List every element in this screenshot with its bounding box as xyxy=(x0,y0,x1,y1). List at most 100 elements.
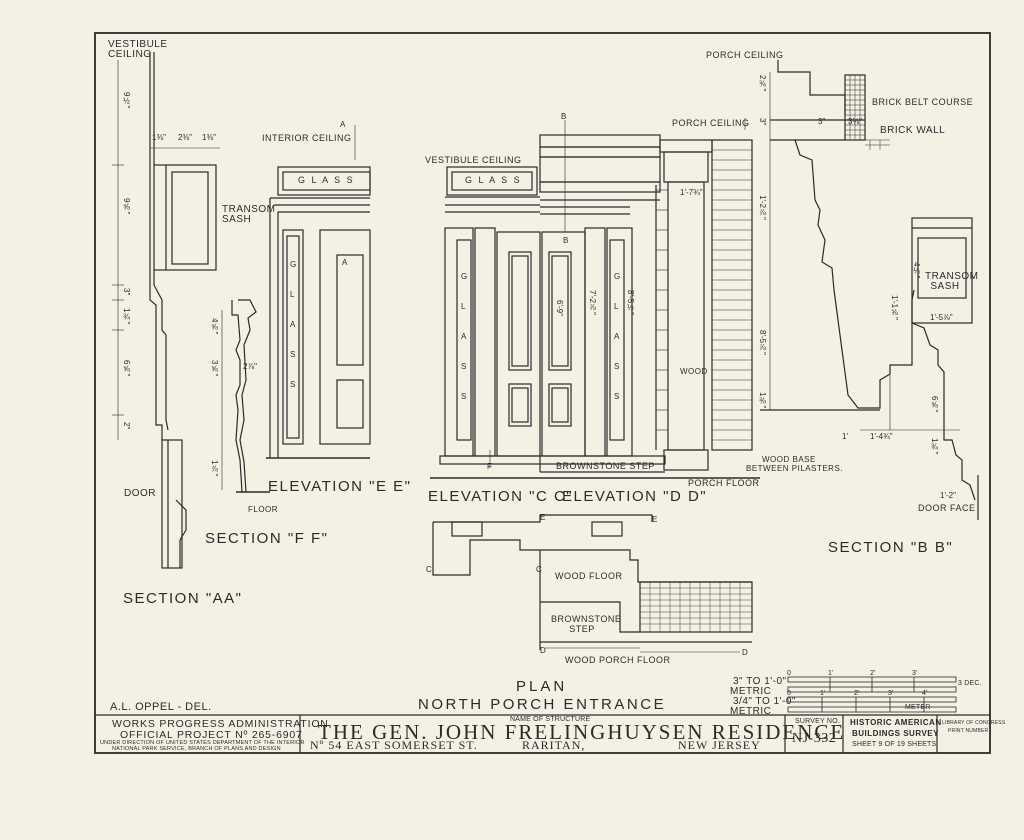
label-wood-base: WOOD BASE xyxy=(762,455,816,464)
titleblock-loc-1: LIBRARY OF CONGRESS xyxy=(942,720,1006,726)
scale-tick: 0 xyxy=(787,670,792,677)
dim-label: 1'-7¾" xyxy=(680,188,703,197)
label-vestibule-ceiling-cc: VESTIBULE CEILING xyxy=(425,155,522,165)
dim-label: 9⅝" xyxy=(122,198,131,215)
glass-letter: G xyxy=(290,260,297,269)
marker-b-top: B xyxy=(561,112,567,121)
dim-label: 1⅜" xyxy=(152,133,166,142)
dim-label: 9½" xyxy=(122,92,131,109)
scale-tick: 2' xyxy=(854,690,860,697)
glass-letter: G xyxy=(614,272,621,281)
scale-tick: 3' xyxy=(912,670,918,677)
label-porch-ceiling-right: PORCH CEILING xyxy=(706,50,784,60)
titleblock-wpa-1: WORKS PROGRESS ADMINISTRATION xyxy=(112,718,329,730)
dim-label: 3" xyxy=(122,288,131,296)
title-elevation-dd: ELEVATION "D D" xyxy=(562,488,708,505)
dim-label: 2" xyxy=(122,422,131,430)
label-glass-ee: G L A S S xyxy=(298,175,355,185)
scale-tick: 0 xyxy=(787,690,792,697)
glass-letter: L xyxy=(461,302,466,311)
scale-tick: 4' xyxy=(922,690,928,697)
dim-label: 4⅝" xyxy=(210,318,219,335)
title-section-aa: SECTION "AA" xyxy=(123,590,243,607)
section-bb-drawing xyxy=(760,60,979,520)
dim-label: 1¾" xyxy=(930,438,939,455)
dim-label: 8'-5½" xyxy=(626,290,635,315)
titleblock-wpa-3: UNDER DIRECTION OF UNITED STATES DEPARTM… xyxy=(100,740,305,746)
glass-letter: A xyxy=(461,332,467,341)
sheet-border xyxy=(94,32,991,754)
dim-label: 2⅞" xyxy=(243,362,257,371)
label-brick-wall: BRICK WALL xyxy=(880,125,946,136)
scale-label-1b: METRIC xyxy=(730,686,772,697)
label-vestibule-ceiling-left: VESTIBULE CEILING xyxy=(108,39,168,60)
label-glass-cc: G L A S S xyxy=(465,175,522,185)
marker-b-mid: B xyxy=(563,236,569,245)
label-brick-belt-course: BRICK BELT COURSE xyxy=(872,97,974,107)
marker-a-mid: A xyxy=(342,258,348,267)
titleblock-survey-caption: SURVEY NO. xyxy=(795,718,840,725)
title-section-bb: SECTION "B B" xyxy=(828,539,954,556)
marker-e-right: E xyxy=(652,515,658,524)
dim-label: 6⅝" xyxy=(122,360,131,377)
dim-label: 1' xyxy=(842,432,848,441)
marker-d-left: D xyxy=(540,646,547,655)
glass-letter: S xyxy=(614,392,620,401)
dim-label: 3⅝" xyxy=(210,360,219,377)
titleblock-state: NEW JERSEY xyxy=(678,738,761,752)
titleblock-name-caption: NAME OF STRUCTURE xyxy=(510,716,591,723)
dim-label: 1'-2" xyxy=(940,491,956,500)
dim-label: 1⅜" xyxy=(202,133,216,142)
marker-c-left: C xyxy=(426,565,433,574)
dim-label: 3⅛" xyxy=(848,117,862,126)
dim-label: 8'-5⅞" xyxy=(758,330,767,355)
scale-tick: 1' xyxy=(828,670,834,677)
dim-label: 1'-5⅞" xyxy=(930,313,953,322)
elevation-ee-drawing xyxy=(266,125,371,459)
label-wood: WOOD xyxy=(680,367,708,376)
scale-tick: 1' xyxy=(820,690,826,697)
title-section-ff: SECTION "F F" xyxy=(205,530,329,547)
marker-e-left: E xyxy=(540,513,546,522)
titleblock-habs-1: HISTORIC AMERICAN xyxy=(850,718,942,727)
titleblock-city: RARITAN, xyxy=(522,738,586,752)
dim-label: 4⅛" xyxy=(912,262,921,279)
scale-bars xyxy=(787,676,957,713)
label-transom-sash-left: TRANSOM SASH xyxy=(222,204,276,225)
glass-panel-cc-right: G L A S S xyxy=(614,262,622,412)
dim-label: 1'-1⅝" xyxy=(890,295,899,320)
dim-label: 1⅞" xyxy=(210,460,219,477)
label-brownstone-step-plan: BROWNSTONE STEP xyxy=(551,614,622,634)
dim-label: 3" xyxy=(818,117,826,126)
titleblock-address: Nº 54 EAST SOMERSET ST. xyxy=(310,738,478,752)
label-porch-ceiling-mid: PORCH CEILING xyxy=(672,118,750,128)
titleblock-wpa-2: OFFICIAL PROJECT Nº 265-6907 xyxy=(120,729,303,741)
title-elevation-ee: ELEVATION "E E" xyxy=(268,478,412,495)
label-door-face: DOOR FACE xyxy=(918,503,976,513)
scale-tick: 2' xyxy=(870,670,876,677)
glass-panel-cc-left: G L A S S xyxy=(461,262,469,412)
glass-letter: A xyxy=(290,320,296,329)
plan-drawing xyxy=(432,514,753,653)
scale-label-2b: METRIC xyxy=(730,706,772,717)
label-door: DOOR xyxy=(124,488,156,499)
glass-panel-ee: G L A S S xyxy=(290,250,298,400)
glass-letter: L xyxy=(614,302,619,311)
section-aa-drawing xyxy=(112,52,220,569)
label-floor: FLOOR xyxy=(248,505,279,514)
label-brownstone-step: BROWNSTONE STEP xyxy=(556,461,655,471)
glass-letter: S xyxy=(461,392,467,401)
marker-f-bottom: F xyxy=(487,462,493,471)
label-porch-floor: PORCH FLOOR xyxy=(688,478,760,488)
scale-label-dec: 3 DEC. xyxy=(958,680,982,687)
scale-label-1: 3" TO 1'-0" xyxy=(733,676,787,687)
marker-a-top: A xyxy=(340,120,346,129)
marker-c-right: C xyxy=(536,565,543,574)
title-plan: PLAN xyxy=(516,678,568,695)
dim-label: 6'-9" xyxy=(555,300,564,316)
dim-label: 6⅝" xyxy=(930,396,939,413)
label-drafter: A.L. OPPEL - DEL. xyxy=(110,701,212,713)
glass-letter: S xyxy=(290,380,296,389)
glass-letter: S xyxy=(290,350,296,359)
